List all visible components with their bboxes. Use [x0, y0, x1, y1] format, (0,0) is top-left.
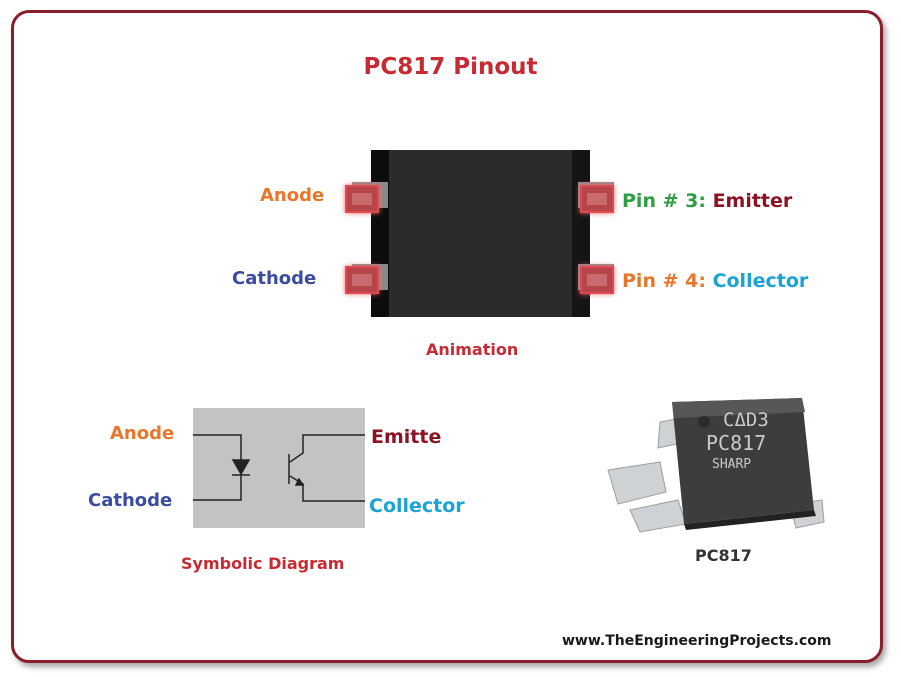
- chip-body: [371, 150, 590, 317]
- symbolic-label-anode: Anode: [110, 423, 175, 444]
- photo-caption: PC817: [695, 546, 752, 565]
- pin-label-3: Pin # 3: Emitter: [622, 192, 792, 211]
- website-watermark: www.TheEngineeringProjects.com: [562, 633, 832, 649]
- chip-marking-line-3: SHARP: [712, 457, 751, 472]
- chip-marking-line-1: CΔD3: [723, 409, 769, 431]
- chip-illustration: CΔD3 PC817 SHARP: [607, 398, 825, 533]
- pin-2-pad: [345, 266, 379, 294]
- border-frame: [11, 10, 883, 663]
- pc817-chip-photo: CΔD3 PC817 SHARP: [600, 392, 830, 542]
- animation-caption: Animation: [426, 340, 519, 359]
- symbolic-caption: Symbolic Diagram: [181, 554, 345, 573]
- pin-3-prefix: Pin # 3:: [622, 190, 706, 212]
- pin-label-cathode: Cathode: [232, 268, 317, 289]
- pin-3-name: Emitter: [712, 190, 793, 212]
- diagram-title: PC817 Pinout: [363, 54, 538, 80]
- symbolic-label-cathode: Cathode: [88, 490, 173, 511]
- symbolic-label-collector: Collector: [369, 495, 465, 517]
- chip-marking-line-2: PC817: [706, 431, 766, 455]
- symbolic-diagram: [193, 408, 365, 528]
- optocoupler-schematic: [193, 434, 365, 502]
- pin-label-anode: Anode: [260, 185, 325, 206]
- pin-4-name: Collector: [712, 270, 809, 292]
- pin-4-pad: [580, 266, 614, 294]
- pin-1-pad: [345, 185, 379, 213]
- chip-marking: CΔD3 PC817 SHARP: [706, 409, 769, 472]
- chip-package: [371, 150, 590, 317]
- pin-label-4: Pin # 4: Collector: [622, 272, 808, 291]
- pin-3-pad: [580, 185, 614, 213]
- symbolic-label-emitter: Emitte: [371, 426, 442, 448]
- pin-4-prefix: Pin # 4:: [622, 270, 706, 292]
